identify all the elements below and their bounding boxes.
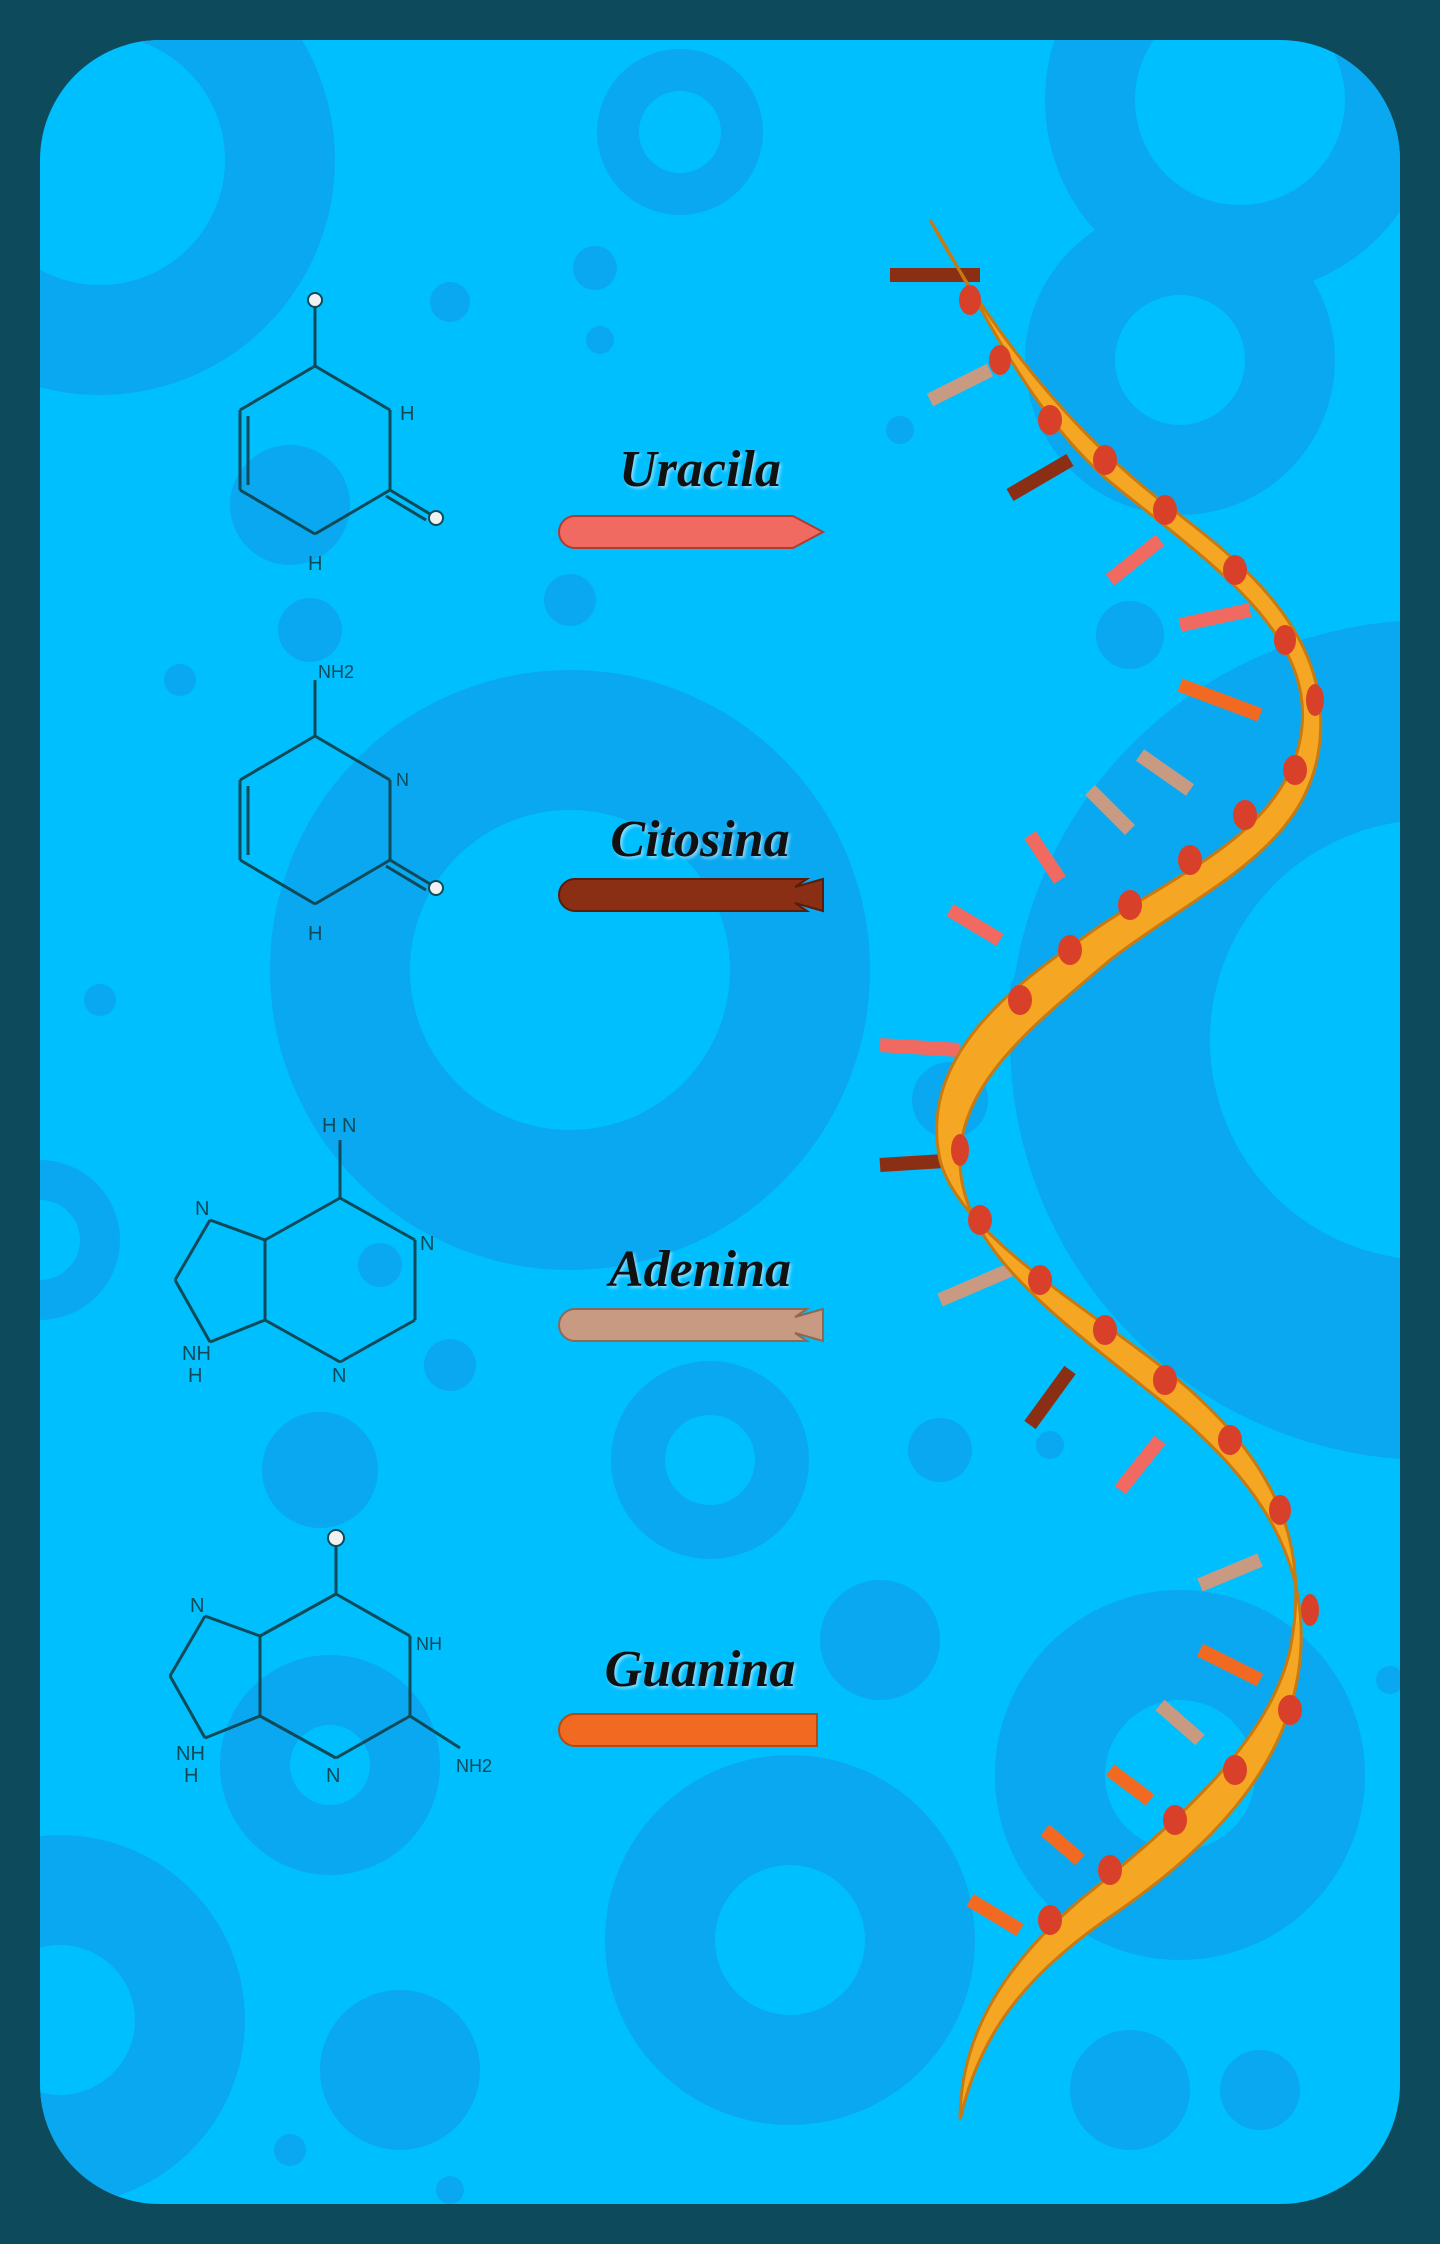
strand-base-11 xyxy=(879,1038,961,1057)
backbone-dots xyxy=(951,285,1324,1935)
citosina-n3-label: N xyxy=(396,770,409,790)
citosina-n1-label: H xyxy=(308,923,322,945)
base-label-adenina: Adenina xyxy=(608,1241,792,1298)
base-row-uracila: H H Uracila xyxy=(40,290,1400,590)
adenina-structure-diagram: H N N N N NH H xyxy=(173,1115,434,1387)
adenina-h-label: H xyxy=(188,1365,202,1387)
guanina-nh2-label: NH2 xyxy=(456,1756,492,1776)
adenina-n3-label: N xyxy=(332,1365,346,1387)
strand-base-5 xyxy=(1178,603,1252,632)
adenina-n1-label: N xyxy=(420,1233,434,1255)
guanina-n3-label: N xyxy=(326,1765,340,1787)
strand-base-19 xyxy=(1105,1764,1155,1806)
strand-base-10 xyxy=(946,903,1004,947)
strand-base-20 xyxy=(1040,1824,1085,1866)
strand-base-4 xyxy=(1105,534,1165,586)
uracila-n3-label: H xyxy=(400,403,414,425)
strand-base-14 xyxy=(1024,1365,1076,1430)
base-label-guanina: Guanina xyxy=(604,1641,796,1698)
guanina-n7-label: N xyxy=(190,1595,204,1617)
bubble-background xyxy=(40,40,1400,2204)
adenina-nh-label: NH xyxy=(182,1343,211,1365)
citosina-structure-diagram: NH2 N H xyxy=(238,662,444,945)
guanina-color-bar xyxy=(558,1713,818,1747)
guanina-n9-label: NH xyxy=(176,1743,205,1765)
strand-base-3 xyxy=(1006,453,1074,502)
guanina-nh-label: NH xyxy=(416,1634,442,1654)
strand-base-18 xyxy=(1155,1699,1205,1746)
strand-base-16 xyxy=(1197,1553,1263,1592)
guanina-structure-diagram: N NH N NH H NH2 xyxy=(168,1529,492,1787)
adenina-color-bar xyxy=(558,1307,824,1343)
citosina-color-bar xyxy=(558,877,824,913)
strand-base-15 xyxy=(1114,1435,1166,1495)
strand-base-21 xyxy=(966,1893,1024,1937)
base-row-adenina: H N N N N NH H Adenina xyxy=(40,1110,1400,1410)
base-row-citosina: NH2 N H Citosina xyxy=(40,660,1400,960)
guanina-h-label: H xyxy=(184,1765,198,1787)
citosina-nh2-label: NH2 xyxy=(318,662,354,682)
strand-backbone xyxy=(928,219,1323,2120)
adenina-n7-label: N xyxy=(195,1198,209,1220)
uracila-n1-label: H xyxy=(308,553,322,575)
base-row-guanina: N NH N NH H NH2 Guanina xyxy=(40,1520,1400,1820)
rna-strand-illustration xyxy=(879,219,1324,2120)
adenina-nh2-label: H N xyxy=(322,1115,356,1137)
strand-base-7 xyxy=(1135,749,1195,796)
uracila-structure-diagram: H H xyxy=(238,292,444,575)
strand-base-2 xyxy=(926,363,994,407)
card-panel: H H Uracila xyxy=(40,40,1400,2204)
strand-base-8 xyxy=(1085,785,1135,835)
strand-base-9 xyxy=(1024,831,1066,884)
strand-base-6 xyxy=(1177,678,1263,722)
base-label-citosina: Citosina xyxy=(610,811,790,868)
strand-base-13 xyxy=(937,1263,1013,1307)
base-label-uracila: Uracila xyxy=(619,441,781,498)
uracila-color-bar xyxy=(558,515,825,549)
strand-base-17 xyxy=(1196,1643,1264,1687)
